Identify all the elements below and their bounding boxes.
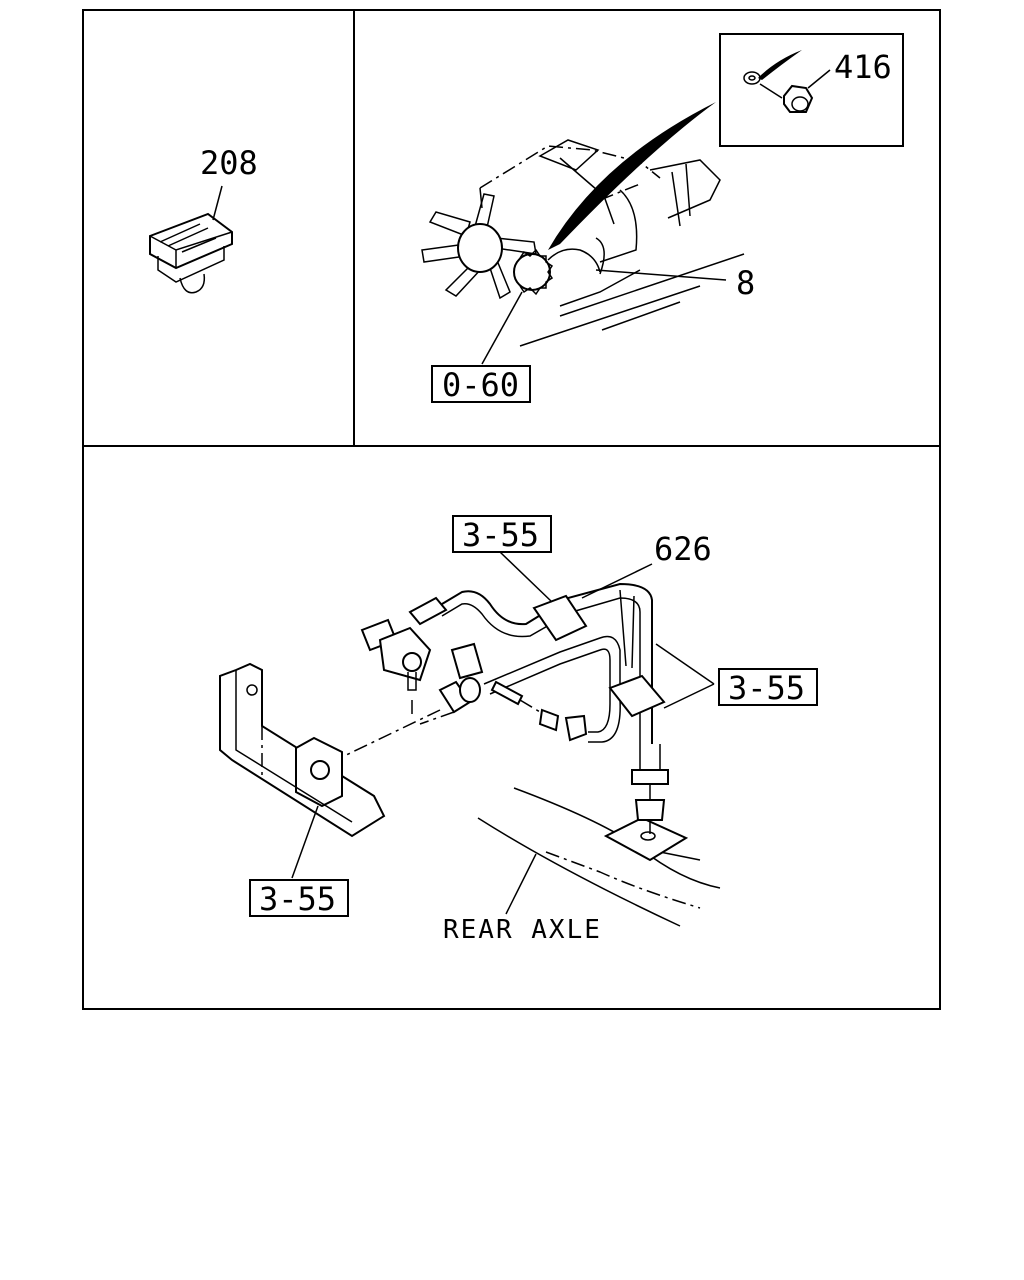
callout-208: 208 [200, 144, 258, 182]
ref-3-55-right: 3-55 [728, 669, 805, 707]
leader-3-55-bottom [291, 805, 319, 879]
ref-box-3-55-right [718, 668, 818, 706]
leader-0-60 [481, 291, 523, 365]
callout-416: 416 [834, 48, 892, 86]
inset-detail-416 [719, 33, 904, 147]
leader-3-55-right-a [655, 643, 715, 685]
leader-208 [212, 185, 223, 221]
callout-8: 8 [736, 264, 755, 302]
ref-box-3-55-bottom [249, 879, 349, 917]
leader-8 [595, 269, 727, 281]
ref-3-55-bottom: 3-55 [259, 880, 336, 918]
leader-626 [581, 563, 653, 599]
rear-axle-label: REAR AXLE [443, 915, 602, 945]
rear-axle-assembly [219, 551, 721, 927]
ref-box-0-60 [431, 365, 531, 403]
sensor-cable [548, 102, 716, 250]
ref-3-55-top: 3-55 [462, 516, 539, 554]
leader-3-55-right-b [663, 683, 715, 709]
clip-part-208 [149, 185, 233, 294]
callout-626: 626 [654, 530, 712, 568]
leader-rear-axle [505, 853, 537, 915]
ref-box-3-55-top [452, 515, 552, 553]
engine-illustration [421, 102, 745, 365]
fan-blades [421, 193, 537, 300]
clamp-right [608, 674, 666, 718]
sensor-gear [513, 253, 551, 291]
ref-0-60: 0-60 [442, 366, 519, 404]
clamp-upper [532, 594, 588, 642]
diagram-frame [82, 9, 941, 1010]
leader-3-55-top [499, 551, 553, 603]
leader-416 [807, 69, 831, 89]
